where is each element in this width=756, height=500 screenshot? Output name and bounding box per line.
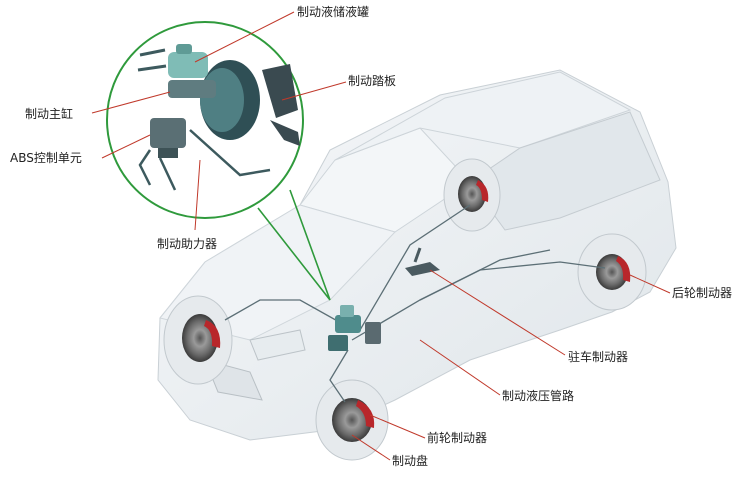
brake-lines bbox=[224, 204, 606, 403]
label-hydraulic-brake-line: 制动液压管路 bbox=[502, 389, 575, 403]
headlight bbox=[249, 329, 306, 361]
label-rear-wheel-brake: 后轮制动器 bbox=[672, 286, 733, 300]
label-brake-pedal: 制动踏板 bbox=[348, 74, 397, 88]
rear-right-caliper bbox=[616, 256, 631, 282]
label-abs-control-unit: ABS控制单元 bbox=[10, 151, 82, 165]
parking-brake-lever bbox=[405, 247, 440, 276]
label-brake-fluid-reservoir: 制动液储液罐 bbox=[297, 5, 370, 19]
front-left-caliper bbox=[204, 320, 221, 348]
side-windows bbox=[469, 111, 661, 231]
label-front-wheel-brake: 前轮制动器 bbox=[427, 431, 488, 445]
label-brake-disc: 制动盘 bbox=[392, 454, 429, 468]
zoom-callout-pointer bbox=[257, 189, 331, 301]
label-master-cylinder: 制动主缸 bbox=[25, 107, 74, 121]
front-right-caliper bbox=[356, 400, 375, 428]
car-brake-unit bbox=[328, 305, 381, 351]
label-parking-brake: 驻车制动器 bbox=[568, 350, 629, 364]
rear-left-caliper bbox=[476, 180, 489, 202]
roof bbox=[334, 71, 632, 161]
brake-assembly-closeup bbox=[137, 44, 300, 191]
leader-lines bbox=[91, 11, 671, 461]
label-brake-booster: 制动助力器 bbox=[157, 237, 218, 251]
